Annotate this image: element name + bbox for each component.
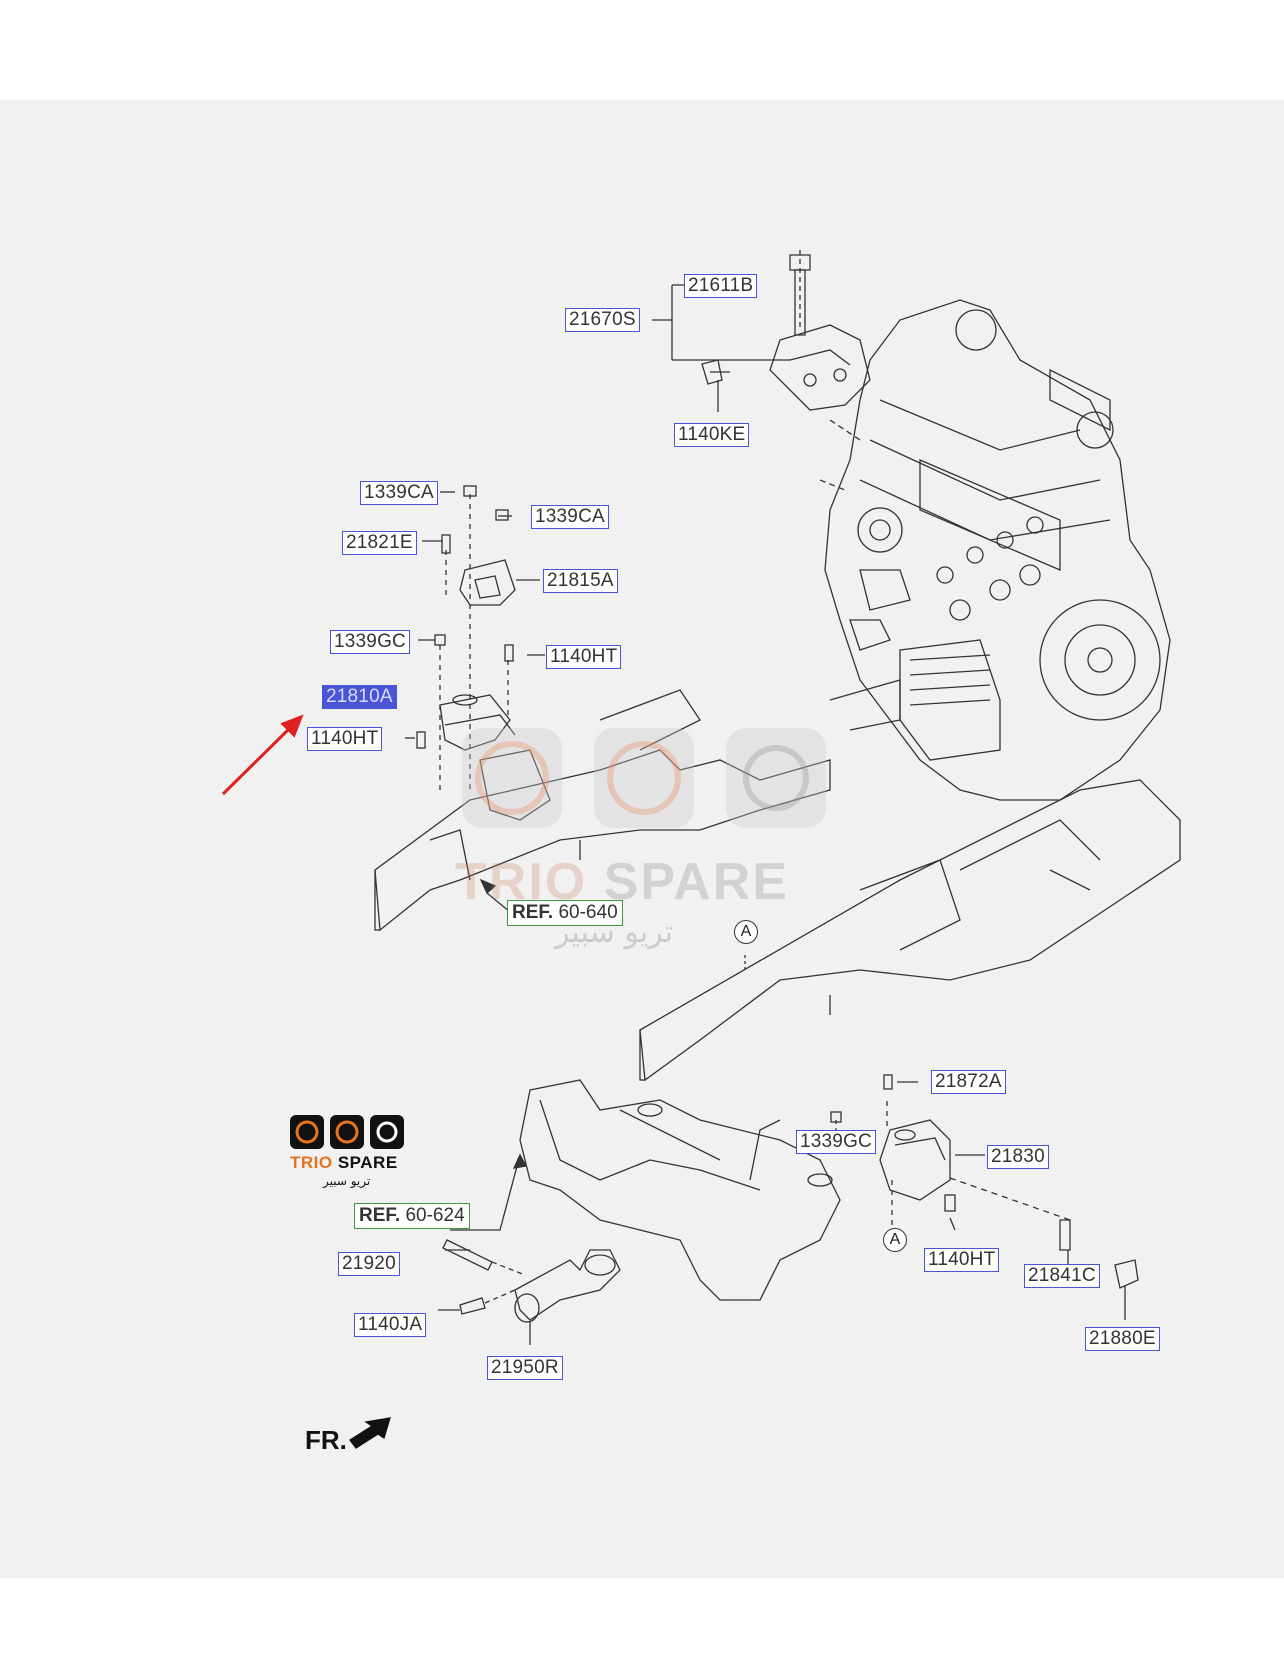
marker-a-top: A <box>734 920 758 944</box>
ref-code: 60-640 <box>558 902 618 923</box>
part-21670s[interactable]: 21670S <box>565 308 640 332</box>
diagram-canvas: TRIO SPARE تريو سبير 21611B 21670S 1140K… <box>0 100 1284 1578</box>
part-21810a-selected[interactable]: 21810A <box>322 685 397 709</box>
logo-arabic: تريو سبير <box>323 1174 371 1188</box>
marker-a-bottom: A <box>883 1228 907 1252</box>
ref-prefix: REF. <box>359 1205 401 1226</box>
watermark-brand: TRIO SPARE <box>455 852 789 912</box>
logo-tile-3 <box>370 1115 404 1149</box>
part-1140ht-upper[interactable]: 1140HT <box>546 645 622 669</box>
logo-brand: TRIO SPARE <box>290 1153 398 1173</box>
ref-60-624[interactable]: REF. 60-624 <box>354 1203 470 1229</box>
logo-tile-2 <box>330 1115 364 1149</box>
part-1140ja[interactable]: 1140JA <box>354 1313 427 1337</box>
logo-brand-b: SPARE <box>337 1153 398 1172</box>
part-21830[interactable]: 21830 <box>987 1145 1049 1169</box>
ref-code: 60-624 <box>405 1205 465 1226</box>
part-21950r[interactable]: 21950R <box>487 1356 563 1380</box>
part-21841c[interactable]: 21841C <box>1024 1264 1100 1288</box>
watermark-brand-b: SPARE <box>603 853 789 911</box>
part-1140ht-left[interactable]: 1140HT <box>307 727 383 751</box>
logo-tile-1 <box>290 1115 324 1149</box>
part-21821e[interactable]: 21821E <box>342 531 417 555</box>
part-1339ca-lower[interactable]: 1339CA <box>531 505 609 529</box>
part-1339gc-lower[interactable]: 1339GC <box>796 1130 876 1154</box>
red-pointer-arrow <box>221 714 304 796</box>
logo-brand-a: TRIO <box>290 1153 333 1172</box>
ref-prefix: REF. <box>512 902 554 923</box>
part-21920[interactable]: 21920 <box>338 1252 400 1276</box>
ref-60-640[interactable]: REF. 60-640 <box>507 900 623 926</box>
part-1339ca-upper[interactable]: 1339CA <box>360 481 438 505</box>
exploded-view-drawing <box>221 250 1181 1449</box>
part-21815a[interactable]: 21815A <box>543 569 618 593</box>
part-21872a[interactable]: 21872A <box>931 1070 1006 1094</box>
part-21880e[interactable]: 21880E <box>1085 1327 1160 1351</box>
part-1140ke[interactable]: 1140KE <box>674 423 750 447</box>
part-1140ht-lower[interactable]: 1140HT <box>924 1248 1000 1272</box>
front-direction-label: FR. <box>305 1425 347 1455</box>
part-21611b[interactable]: 21611B <box>684 274 758 298</box>
part-1339gc-upper[interactable]: 1339GC <box>330 630 410 654</box>
